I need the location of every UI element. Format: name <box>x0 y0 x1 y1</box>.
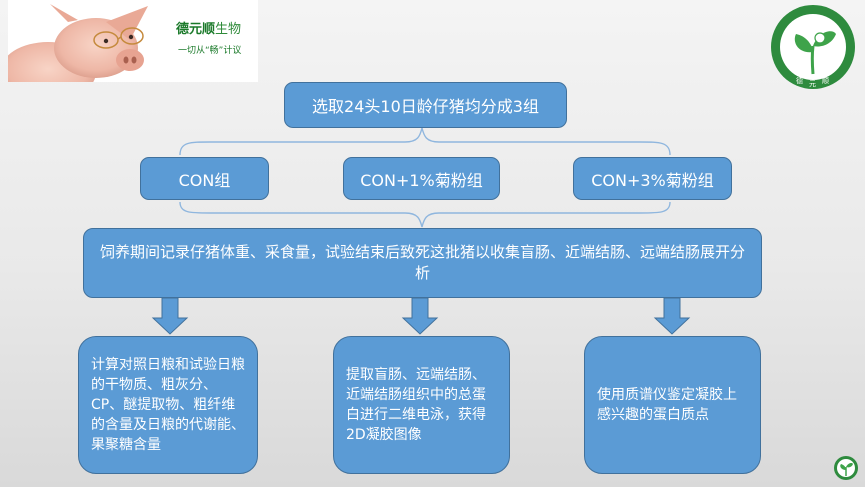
sprout-stem <box>810 45 815 75</box>
group-box-inulin-1: CON+1%菊粉组 <box>343 157 500 200</box>
seal-letter-icon <box>814 32 826 44</box>
left-leaf-icon <box>794 34 813 53</box>
feeding-procedure-box: 饲养期间记录仔猪体重、采食量，试验结束后致死这批猪以收集盲肠、近端结肠、远端结肠… <box>83 228 762 298</box>
brand-name-bold: 德元顺 <box>176 22 216 37</box>
brace-groups-to-middle <box>179 201 671 228</box>
brand-logo-area: 德元顺生物 一切从“畅”计议 <box>8 0 258 82</box>
down-arrow-icon <box>401 297 439 335</box>
step-selection-box: 选取24头10日龄仔猪均分成3组 <box>284 82 567 128</box>
outcome-text-electrophoresis: 提取盲肠、远端结肠、近端结肠组织中的总蛋白进行二维电泳，获得2D凝胶图像 <box>346 367 486 443</box>
corner-logo-icon <box>834 456 858 480</box>
feeding-procedure-text: 饲养期间记录仔猪体重、采食量，试验结束后致死这批猪以收集盲肠、近端结肠、远端结肠… <box>99 243 745 282</box>
seal-char-3: 顺 <box>822 77 829 85</box>
pig-illustration <box>8 4 148 82</box>
outcome-box-diet-analysis: 计算对照日粮和试验日粮的干物质、粗灰分、CP、醚提取物、粗纤维的含量及日粮的代谢… <box>78 336 258 474</box>
group-box-inulin-3: CON+3%菊粉组 <box>573 157 732 200</box>
outcome-text-diet-analysis: 计算对照日粮和试验日粮的干物质、粗灰分、CP、醚提取物、粗纤维的含量及日粮的代谢… <box>91 357 245 453</box>
group-label-inulin-3: CON+3%菊粉组 <box>591 170 714 190</box>
outcome-box-mass-spec: 使用质谱仪鉴定凝胶上感兴趣的蛋白质点 <box>584 336 761 474</box>
brand-name: 德元顺生物 <box>176 18 241 37</box>
group-box-con: CON组 <box>140 157 269 200</box>
outcome-text-mass-spec: 使用质谱仪鉴定凝胶上感兴趣的蛋白质点 <box>597 387 737 423</box>
outcome-box-electrophoresis: 提取盲肠、远端结肠、近端结肠组织中的总蛋白进行二维电泳，获得2D凝胶图像 <box>333 336 510 474</box>
group-label-con: CON组 <box>178 170 231 190</box>
step-selection-text: 选取24头10日龄仔猪均分成3组 <box>312 97 539 116</box>
brand-name-light: 生物 <box>215 22 242 37</box>
down-arrow-icon <box>653 297 691 335</box>
seal-char-1: 德 <box>796 76 803 85</box>
company-seal: Bio-Technology 德 元 顺 <box>771 5 855 89</box>
seal-char-2: 元 <box>809 80 816 88</box>
brace-top-to-groups <box>179 127 671 156</box>
down-arrow-icon <box>151 297 189 335</box>
group-label-inulin-1: CON+1%菊粉组 <box>360 170 483 190</box>
brand-text: 德元顺生物 一切从“畅”计议 <box>176 18 241 56</box>
brand-slogan: 一切从“畅”计议 <box>178 46 242 56</box>
